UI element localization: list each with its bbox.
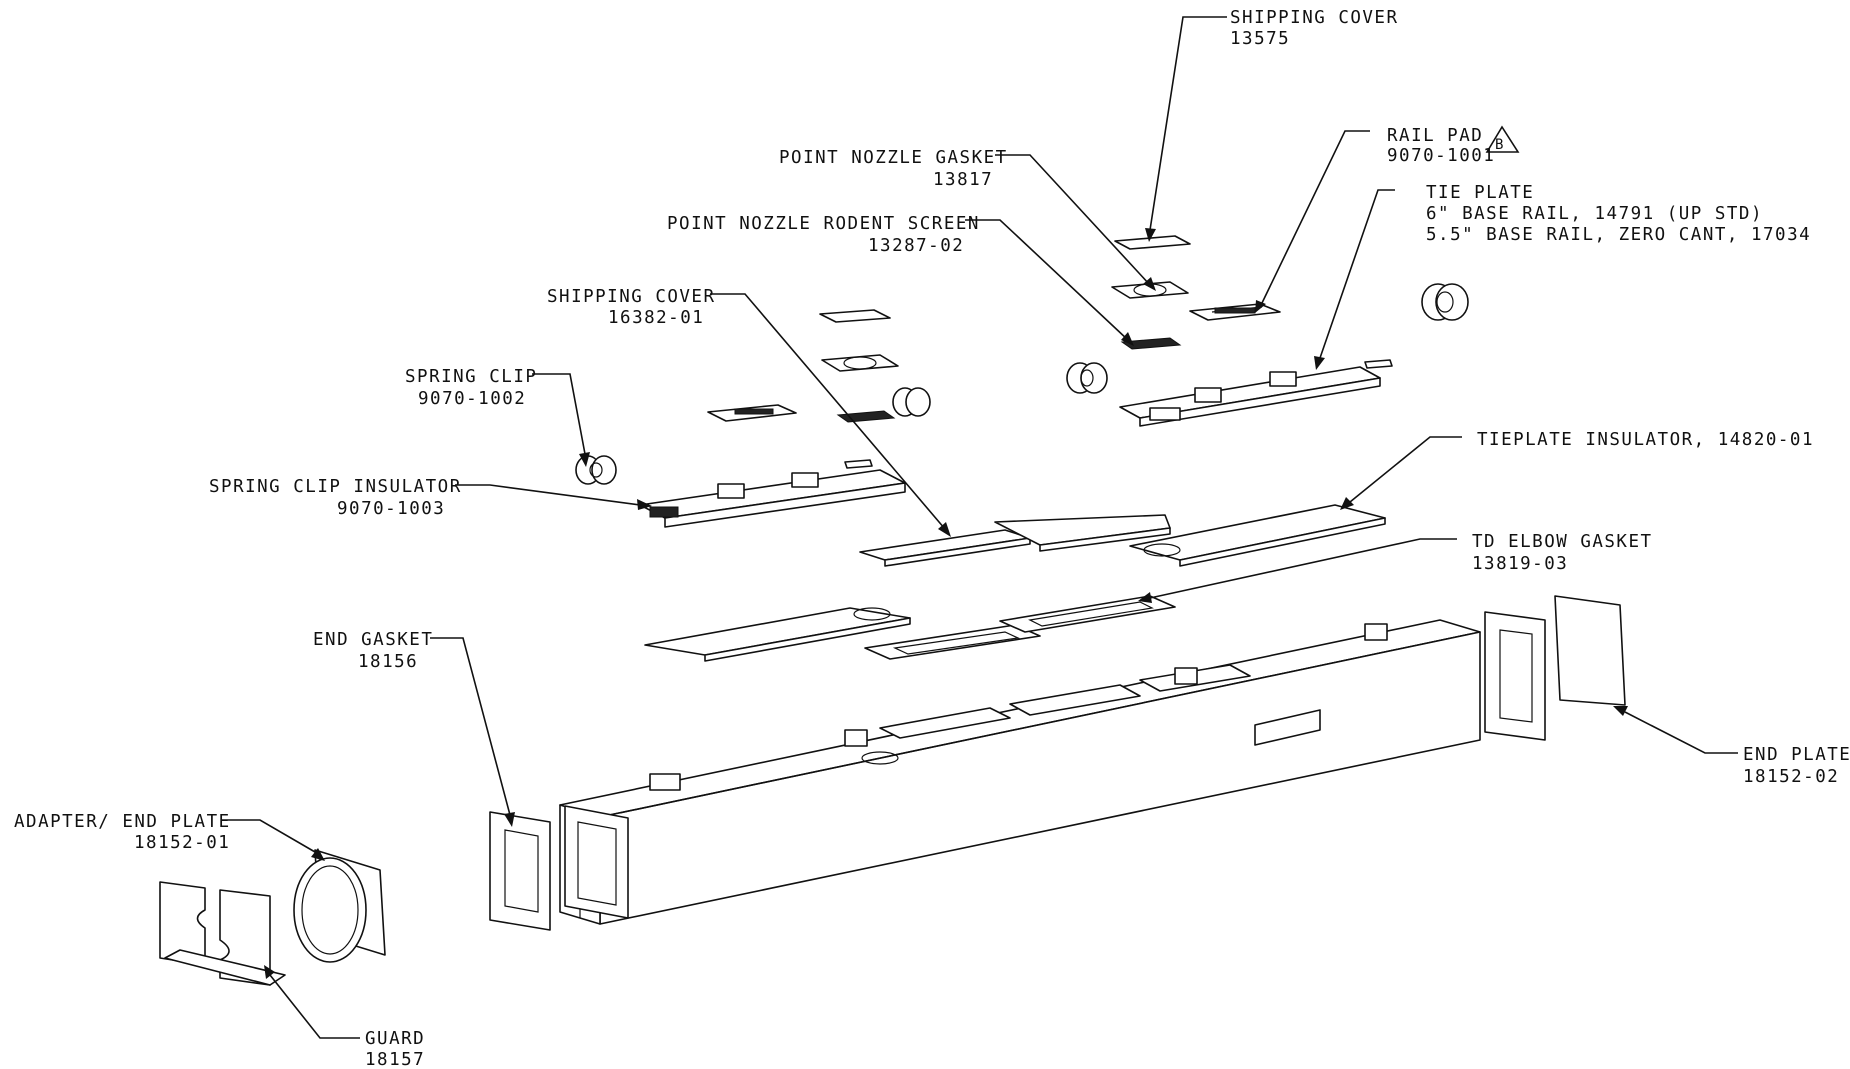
end-plate-part	[1554, 595, 1626, 706]
number-shipping-cover-top: 13575	[1230, 29, 1290, 49]
point-nozzle-rodent-screen-part	[1120, 337, 1182, 350]
label-end-plate: END PLATE	[1743, 745, 1850, 765]
leader-lines	[222, 16, 1738, 1039]
number-rail-pad: 9070-1001	[1387, 146, 1495, 166]
label-shipping-cover-mid: SHIPPING COVER	[547, 287, 716, 307]
td-elbow-gasket-part-right	[999, 595, 1176, 633]
label-adapter-end-plate: ADAPTER/ END PLATE	[14, 812, 231, 832]
end-gasket-part-right	[1484, 611, 1546, 741]
number-end-gasket: 18156	[358, 652, 418, 672]
number-spring-clip: 9070-1002	[418, 389, 526, 409]
point-nozzle-gasket-left-part	[821, 354, 899, 372]
label-point-nozzle-gasket: POINT NOZZLE GASKET	[779, 148, 1008, 168]
tie-plate-line-3: 5.5" BASE RAIL, ZERO CANT, 17034	[1426, 225, 1811, 245]
number-adapter-end-plate: 18152-01	[134, 833, 230, 853]
label-end-gasket: END GASKET	[313, 630, 433, 650]
label-td-elbow-gasket: TD ELBOW GASKET	[1472, 532, 1653, 552]
label-spring-clip-insulator: SPRING CLIP INSULATOR	[209, 477, 462, 497]
tie-plate-part-right	[1119, 359, 1393, 427]
tieplate-insulator-part-right	[1129, 504, 1386, 567]
number-point-nozzle-rodent-screen: 13287-02	[868, 236, 964, 256]
spring-clip-part-left	[575, 455, 617, 485]
number-td-elbow-gasket: 13819-03	[1472, 554, 1568, 574]
revision-letter: B	[1495, 137, 1503, 153]
end-frame-part-left	[564, 805, 629, 919]
shipping-cover-left-part	[819, 309, 891, 323]
label-rail-pad: RAIL PAD	[1387, 126, 1483, 146]
guard-part	[159, 881, 286, 986]
spring-clip-part-right-top	[1421, 283, 1469, 321]
label-point-nozzle-rodent-screen: POINT NOZZLE RODENT SCREEN	[667, 214, 980, 234]
td-elbow-gasket-part-left	[864, 624, 1041, 660]
duct-body-part	[559, 619, 1481, 925]
label-tie-plate: TIE PLATE	[1426, 183, 1534, 203]
tieplate-insulator-part-left	[644, 607, 911, 662]
label-spring-clip: SPRING CLIP	[405, 367, 537, 387]
number-point-nozzle-gasket: 13817	[933, 170, 993, 190]
shipping-cover-top-part	[1114, 235, 1191, 250]
spring-clip-part-right-mid	[1066, 362, 1108, 394]
adapter-end-plate-part	[293, 849, 386, 963]
end-gasket-part-left	[489, 811, 551, 931]
label-tieplate-insulator: TIEPLATE INSULATOR, 14820-01	[1477, 430, 1814, 450]
tie-plate-part-left	[639, 459, 906, 528]
spring-clip-part-center	[892, 387, 931, 417]
label-guard: GUARD	[365, 1029, 425, 1049]
revision-triangle-icon: B	[1485, 125, 1520, 153]
number-spring-clip-insulator: 9070-1003	[337, 499, 445, 519]
number-guard: 18157	[365, 1050, 425, 1069]
shipping-cover-mid-part	[859, 514, 1171, 567]
number-end-plate: 18152-02	[1743, 767, 1839, 787]
tie-plate-line-2: 6" BASE RAIL, 14791 (UP STD)	[1426, 204, 1763, 224]
label-shipping-cover-top: SHIPPING COVER	[1230, 8, 1399, 28]
number-shipping-cover-mid: 16382-01	[608, 308, 704, 328]
rail-pad-left-part	[707, 404, 797, 422]
rail-pad-part	[1189, 303, 1281, 321]
